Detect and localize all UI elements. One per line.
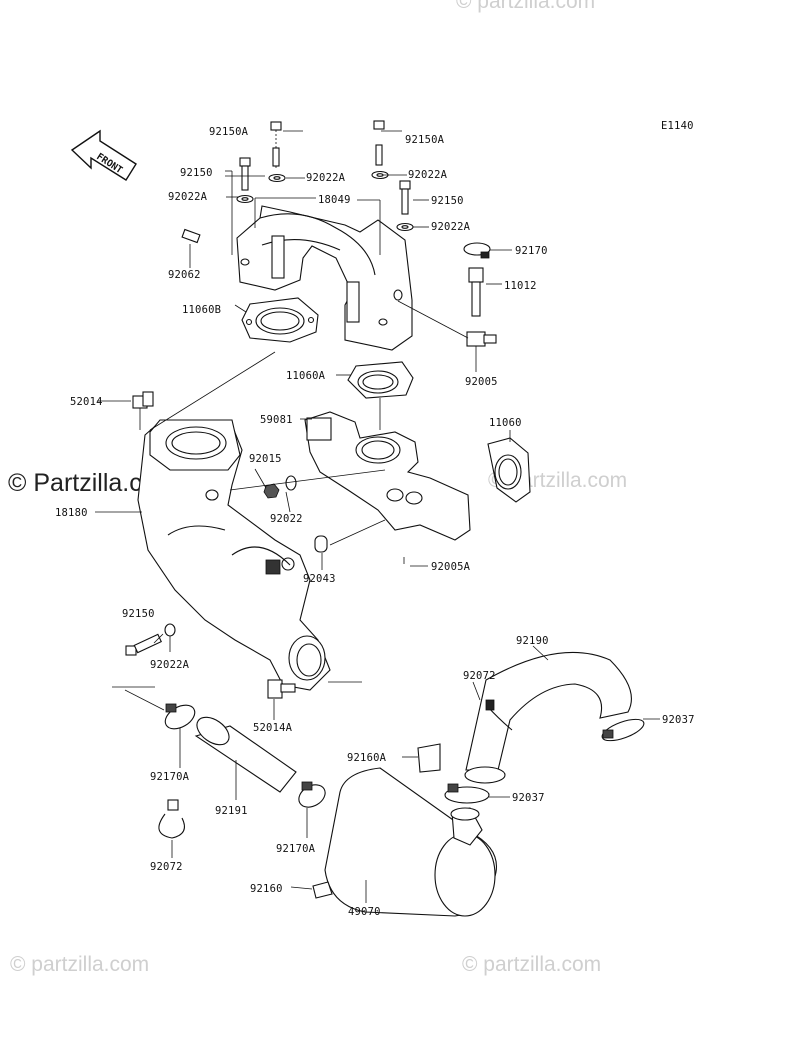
part-label-18180[interactable]: 18180 — [55, 507, 88, 519]
part-label-92037[interactable]: 92037 — [512, 792, 545, 804]
part-label-92150a[interactable]: 92150A — [405, 134, 445, 146]
part-label-92072[interactable]: 92072 — [463, 670, 496, 682]
bolt-92150a-right — [373, 120, 385, 166]
part-label-92062[interactable]: 92062 — [168, 269, 201, 281]
part-label-11060b[interactable]: 11060B — [182, 304, 221, 316]
gasket-11060b — [241, 297, 319, 343]
part-label-92160[interactable]: 92160 — [250, 883, 283, 895]
front-arrow-icon: FRONT — [70, 129, 137, 181]
pad-92160a — [417, 743, 441, 773]
muffler-49070 — [324, 767, 498, 917]
part-label-11060a[interactable]: 11060A — [286, 370, 326, 382]
washer-92022a-lower — [164, 623, 176, 637]
pad-92160 — [312, 881, 333, 899]
part-label-92170a[interactable]: 92170A — [276, 843, 316, 855]
part-label-92022a[interactable]: 92022A — [306, 172, 346, 184]
part-label-92190[interactable]: 92190 — [516, 635, 549, 647]
leader-lines — [95, 130, 660, 903]
clamp-92037-right — [601, 718, 645, 742]
part-label-92015[interactable]: 92015 — [249, 453, 282, 465]
elbow-52014a — [267, 679, 296, 699]
exhaust-manifold-18049 — [236, 205, 413, 351]
part-label-92043[interactable]: 92043 — [303, 573, 336, 585]
part-label-92072[interactable]: 92072 — [150, 861, 183, 873]
clamp-92170 — [463, 242, 491, 259]
washer-92022a-d — [396, 222, 414, 232]
collar-92043 — [314, 535, 328, 553]
part-label-52014[interactable]: 52014 — [70, 396, 103, 408]
part-label-49070[interactable]: 49070 — [348, 906, 381, 918]
fitting-11012 — [468, 267, 484, 317]
pipe-92190 — [464, 651, 632, 784]
nut-92015 — [263, 483, 280, 499]
washer-92022a-c — [236, 194, 254, 204]
gasket-11060 — [487, 437, 531, 503]
part-label-92005[interactable]: 92005 — [465, 376, 498, 388]
clamp-92170a-left — [164, 703, 196, 730]
part-label-92022a[interactable]: 92022A — [150, 659, 190, 671]
diagram-code: E1140 — [661, 120, 694, 132]
bolt-92150-lower — [125, 633, 162, 656]
washer-92022 — [285, 475, 297, 491]
clamp-92170a-right — [298, 781, 326, 808]
watermark-top-right: © partzilla.com — [456, 0, 595, 13]
hose-92191 — [194, 716, 297, 793]
part-label-18049[interactable]: 18049 — [318, 194, 351, 206]
part-label-92191[interactable]: 92191 — [215, 805, 248, 817]
part-label-92160a[interactable]: 92160A — [347, 752, 387, 764]
part-label-92022a[interactable]: 92022A — [408, 169, 448, 181]
stud-92062 — [181, 228, 201, 244]
part-label-59081[interactable]: 59081 — [260, 414, 293, 426]
band-92072-upper — [485, 699, 513, 731]
exhaust-body-18180 — [137, 419, 331, 691]
part-label-11060[interactable]: 11060 — [489, 417, 522, 429]
part-label-92022[interactable]: 92022 — [270, 513, 303, 525]
part-label-92005a[interactable]: 92005A — [431, 561, 471, 573]
part-label-92150[interactable]: 92150 — [431, 195, 464, 207]
part-label-52014a[interactable]: 52014A — [253, 722, 293, 734]
elbow-52014 — [132, 391, 154, 409]
part-label-92170[interactable]: 92170 — [515, 245, 548, 257]
watermark-bottom-right: © partzilla.com — [462, 953, 601, 976]
washer-92022a-a — [268, 173, 286, 183]
bolt-92150-left — [239, 157, 251, 191]
bolt-92150a-left — [270, 121, 282, 168]
watermark-bottom-left: © partzilla.com — [10, 953, 149, 976]
part-label-92037[interactable]: 92037 — [662, 714, 695, 726]
part-label-92022a[interactable]: 92022A — [431, 221, 471, 233]
part-label-11012[interactable]: 11012 — [504, 280, 537, 292]
manifold-59081 — [304, 411, 471, 541]
part-label-92150[interactable]: 92150 — [180, 167, 213, 179]
part-label-92022a[interactable]: 92022A — [168, 191, 208, 203]
part-label-92150[interactable]: 92150 — [122, 608, 155, 620]
part-labels: 92150A 92150A 92150 92022A 92022A 92022A… — [55, 126, 695, 918]
band-92072-lower — [158, 799, 185, 839]
elbow-92005 — [466, 331, 497, 347]
bolt-92150-right — [399, 180, 411, 215]
part-label-92150a[interactable]: 92150A — [209, 126, 249, 138]
gasket-11060a — [347, 361, 414, 399]
part-label-92170a[interactable]: 92170A — [150, 771, 190, 783]
clamp-92037-lower — [444, 783, 490, 804]
